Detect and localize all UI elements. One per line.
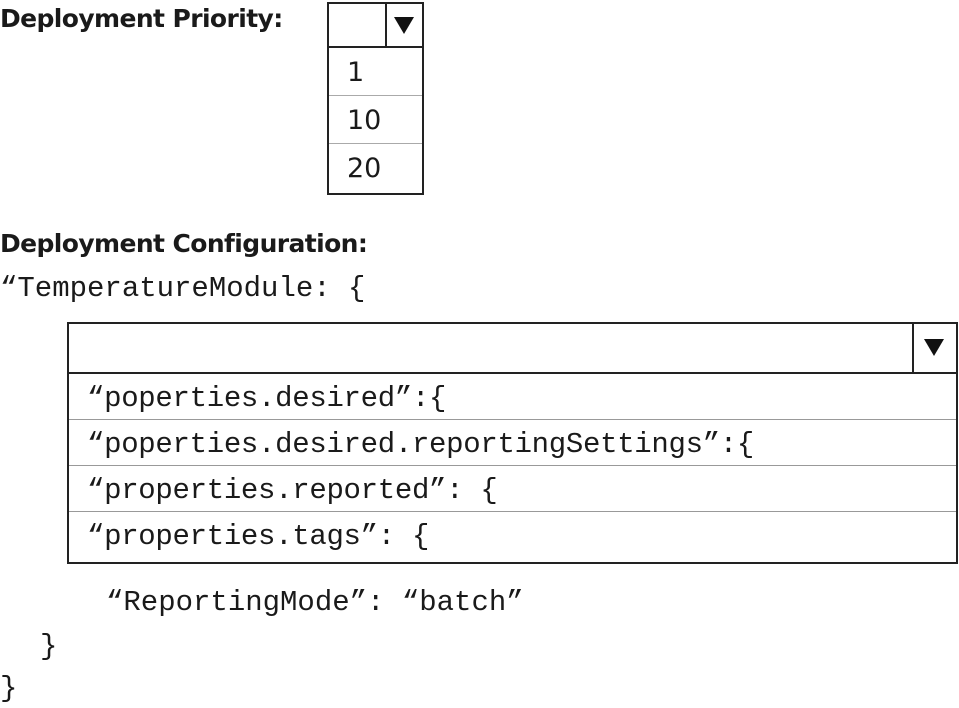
reporting-mode-line: “ReportingMode”: “batch” xyxy=(106,586,524,619)
configuration-selected[interactable] xyxy=(69,324,956,374)
configuration-dropdown-toggle[interactable] xyxy=(912,324,956,372)
config-option-properties-desired[interactable]: “poperties.desired”:{ xyxy=(69,374,956,420)
chevron-down-icon xyxy=(924,339,944,356)
config-option-properties-reported[interactable]: “properties.reported”: { xyxy=(69,466,956,512)
deployment-configuration-dropdown[interactable]: “poperties.desired”:{ “poperties.desired… xyxy=(67,322,958,564)
config-option-properties-tags[interactable]: “properties.tags”: { xyxy=(87,520,430,553)
outer-closing-brace: } xyxy=(0,672,18,705)
priority-option-20[interactable]: 20 xyxy=(347,153,382,184)
deployment-priority-selected[interactable] xyxy=(329,4,422,48)
chevron-down-icon xyxy=(394,17,414,34)
module-line: “TemperatureModule: { xyxy=(0,272,366,305)
deployment-priority-dropdown-toggle[interactable] xyxy=(385,4,422,46)
deployment-configuration-label: Deployment Configuration: xyxy=(0,229,368,258)
deployment-priority-dropdown[interactable]: 1 10 20 xyxy=(327,2,424,195)
priority-option-1[interactable]: 1 xyxy=(329,48,422,96)
inner-closing-brace: } xyxy=(40,630,58,663)
config-option-reporting-settings[interactable]: “poperties.desired.reportingSettings”:{ xyxy=(69,420,956,466)
priority-option-10[interactable]: 10 xyxy=(329,96,422,144)
deployment-priority-label: Deployment Priority: xyxy=(0,4,283,33)
